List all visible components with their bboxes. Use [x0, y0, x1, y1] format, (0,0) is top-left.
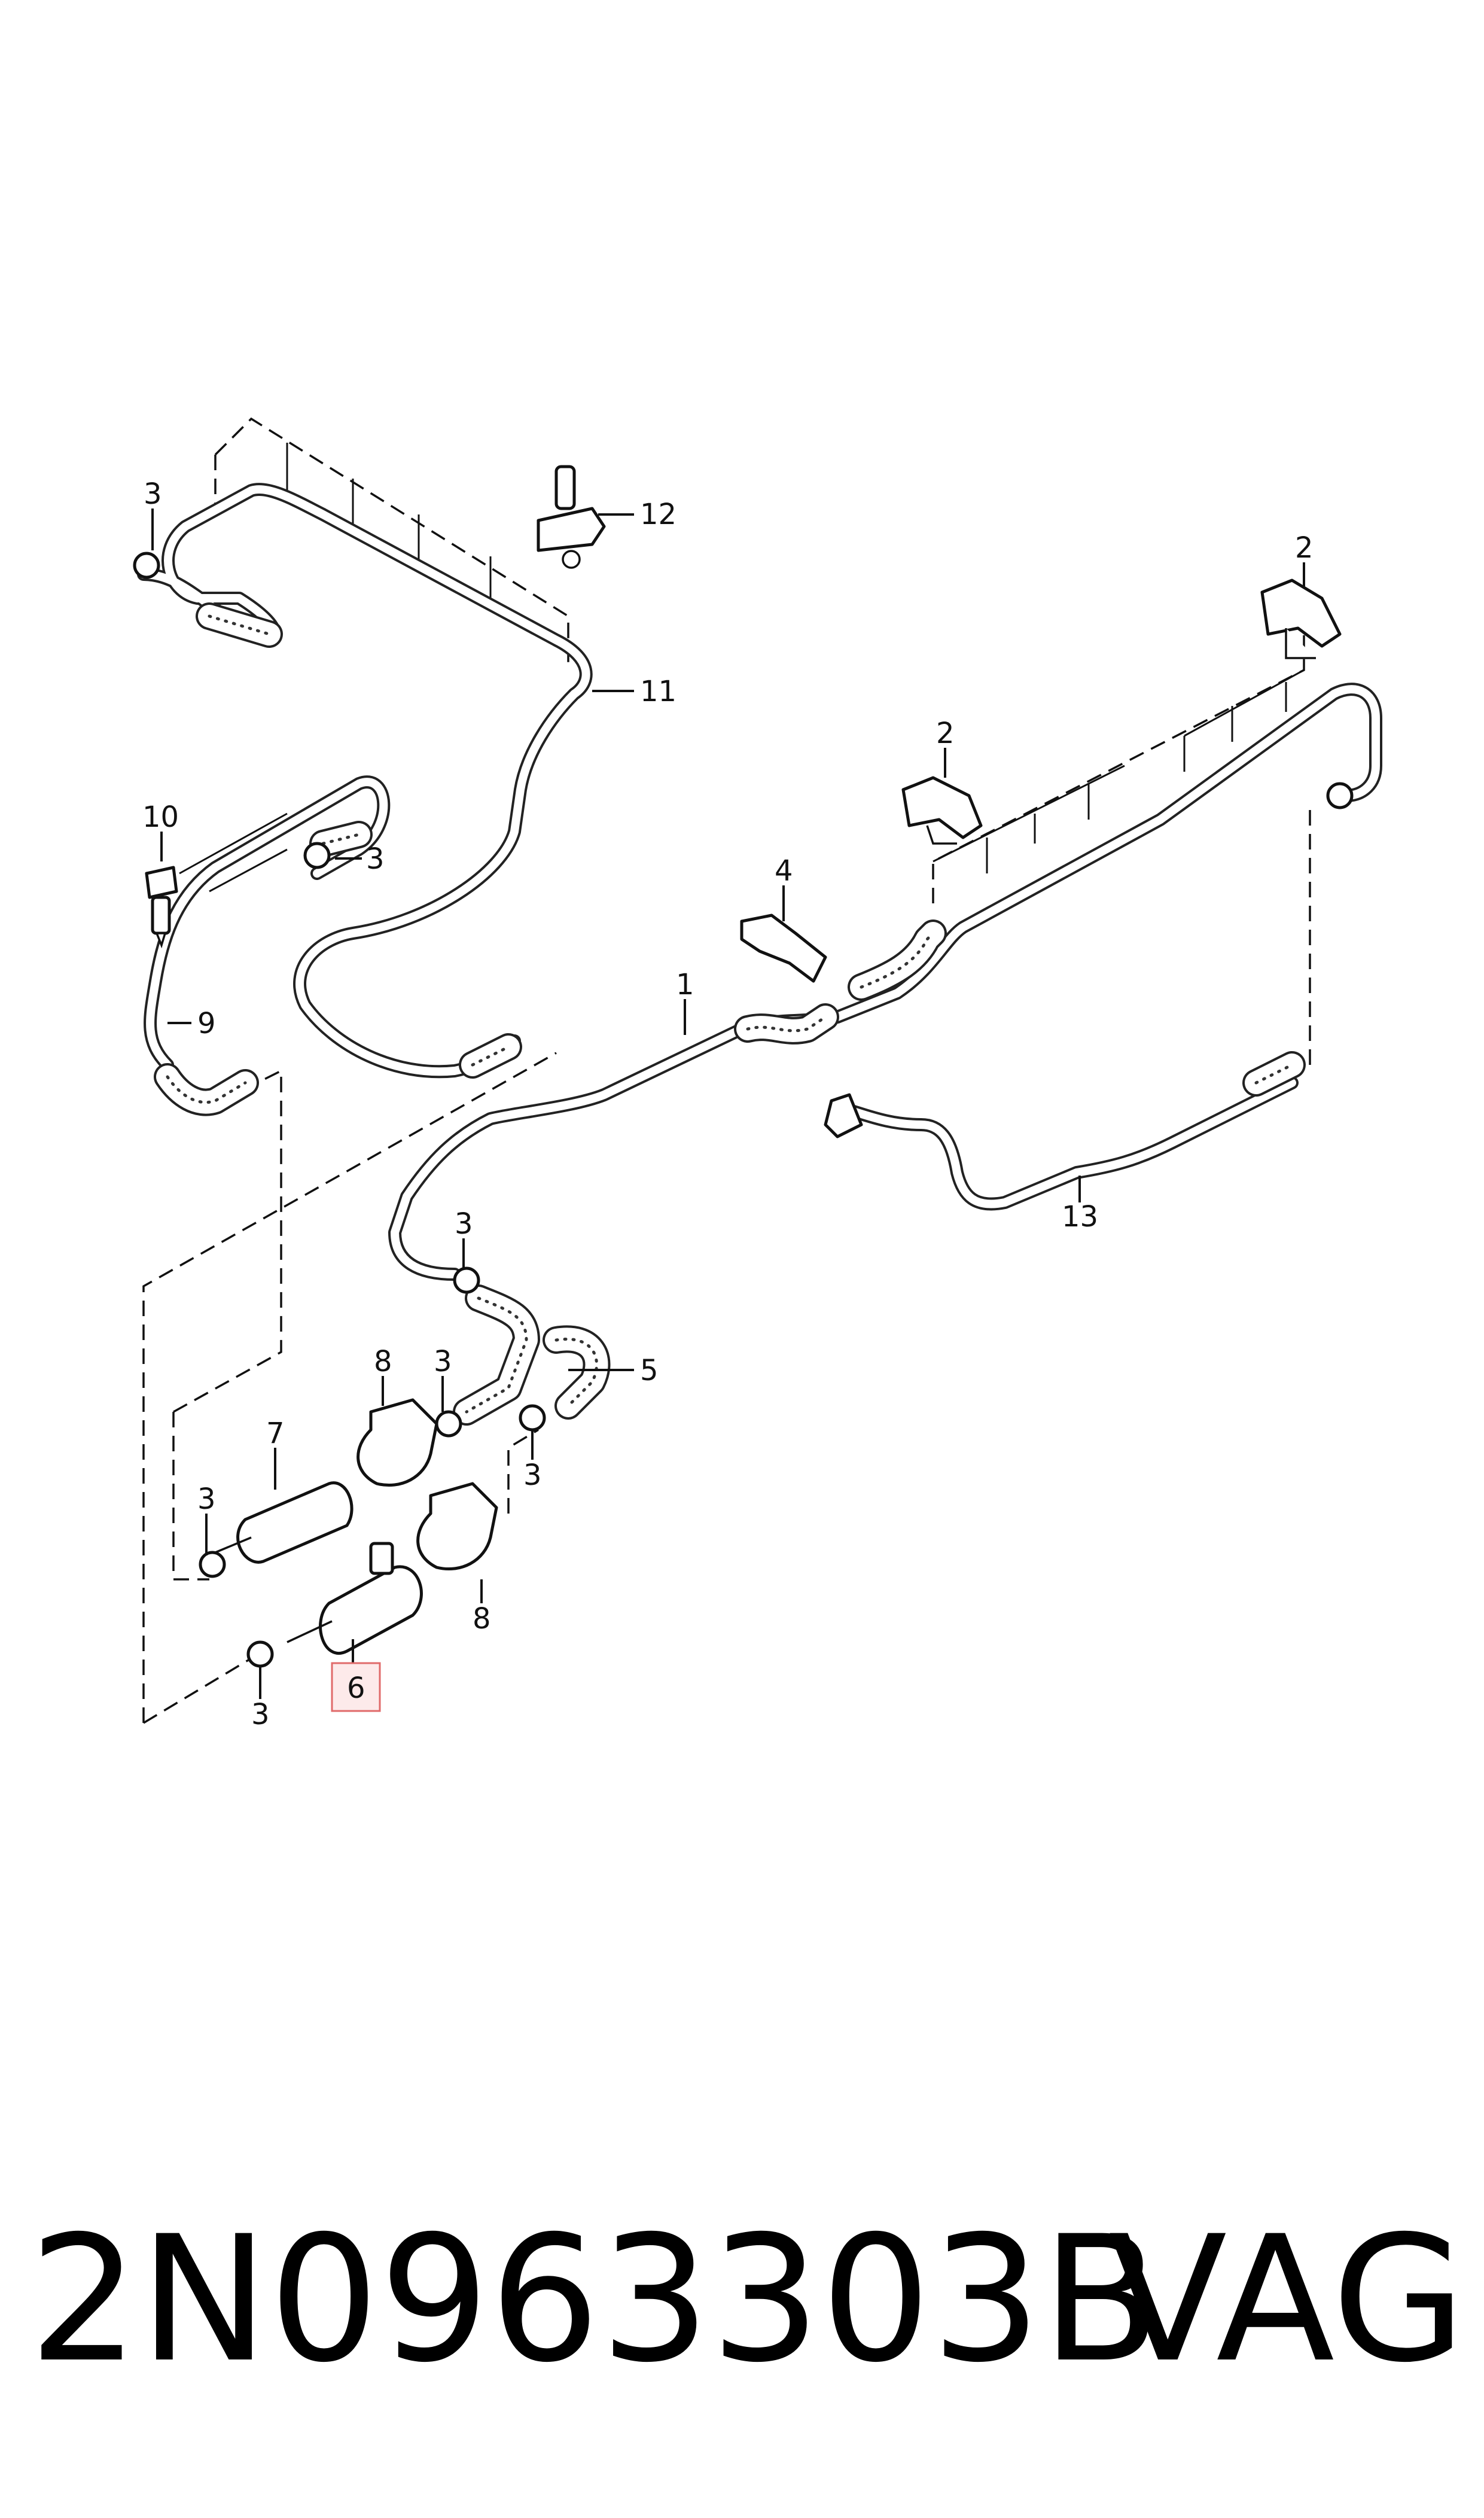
callout-5: 5	[640, 1354, 659, 1387]
highlight-box	[331, 1662, 381, 1712]
callout-10: 10	[142, 800, 179, 834]
brand-label: VAG	[1108, 2199, 1466, 2401]
pump-assembly	[215, 1398, 498, 1655]
callout-3: 3	[197, 1482, 216, 1516]
bracket-2-icon	[1260, 578, 1342, 659]
callout-4: 4	[775, 854, 793, 888]
callout-2: 2	[1295, 531, 1314, 565]
hose-clamp-icon	[435, 1410, 462, 1438]
fuel-pump-7-icon	[215, 1481, 354, 1564]
callout-13: 13	[1062, 1200, 1098, 1234]
callout-3: 3	[251, 1698, 270, 1731]
rubber-hoses	[154, 602, 1306, 1426]
callout-7: 7	[266, 1417, 285, 1450]
callout-9: 9	[197, 1007, 216, 1040]
pump-bracket-8-icon	[356, 1398, 438, 1487]
callout-8: 8	[374, 1345, 392, 1378]
callout-labels: 3 12 11 2 2 4 10 9 3 1 13 3 5 3 8 7 3 3 …	[142, 477, 1314, 1731]
callout-2: 2	[936, 717, 955, 750]
elbow-connector-icon	[824, 1093, 863, 1138]
callout-3: 3	[366, 842, 385, 876]
pump-bracket-8b-icon	[416, 1482, 498, 1571]
callout-11: 11	[640, 675, 677, 708]
clip-10-icon	[145, 866, 178, 949]
part-number: 2N0963303B	[29, 2199, 1160, 2401]
bracket-2b-icon	[901, 776, 983, 845]
hose-clamp-icon	[133, 552, 160, 579]
hose-clamp-icon	[1326, 782, 1354, 809]
callout-6: 6	[347, 1671, 365, 1705]
hose-clamp-icon	[519, 1404, 546, 1432]
clip-4-icon	[740, 914, 827, 983]
callout-8: 8	[473, 1602, 491, 1636]
callout-12: 12	[640, 498, 677, 531]
leader-lines	[151, 509, 1305, 1699]
hose-clamp-icon	[453, 1266, 480, 1294]
hose-clamp-icon	[303, 842, 331, 869]
hose-clamp-icon	[246, 1640, 274, 1668]
callout-3: 3	[523, 1459, 542, 1492]
callout-3: 3	[144, 477, 162, 511]
small-parts	[133, 465, 1354, 1668]
hose-clamp-icon	[199, 1551, 226, 1578]
callout-3: 3	[455, 1207, 473, 1241]
callout-1: 1	[676, 968, 694, 1001]
callout-3: 3	[434, 1345, 452, 1378]
dosing-pump-6-icon	[287, 1542, 423, 1655]
fuel-pipes	[137, 483, 1382, 1281]
bracket-12-icon	[537, 465, 606, 569]
